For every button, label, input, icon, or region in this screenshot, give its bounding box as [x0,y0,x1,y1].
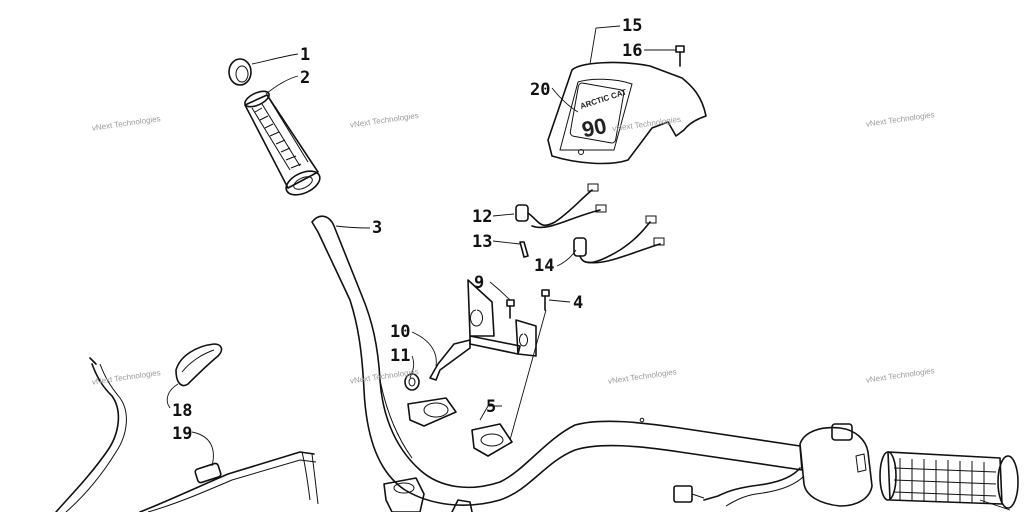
part-bolt-9 [506,299,515,319]
part-bolt-4 [541,289,550,311]
leader-lines [166,25,1011,511]
part-right-grip [879,451,1019,509]
watermark: vNext Technologies [865,110,935,129]
callout-9: 9 [474,273,484,293]
part-clamp-lower [471,423,513,457]
callout-12: 12 [472,207,492,227]
callout-1: 1 [300,45,310,65]
callout-2: 2 [300,68,310,88]
part-handlebar-cover: ARCTIC CAT 90 [547,61,707,165]
part-switch-connector-12 [515,183,607,229]
callout-11: 11 [390,346,410,366]
badge-brand: ARCTIC CAT [579,87,628,111]
part-throttle-cable [55,357,319,512]
watermark: vNext Technologies [91,368,161,387]
badge-model: 90 [580,113,609,143]
part-bolt-bottom [451,499,473,512]
watermark: vNext Technologies [607,367,677,386]
callout-18: 18 [172,401,192,421]
part-screw-16 [675,45,685,67]
callout-13: 13 [472,232,492,252]
callout-5: 5 [486,397,496,417]
part-switch-connector-14 [573,215,665,264]
callout-16: 16 [622,41,642,61]
callout-15: 15 [622,16,642,36]
watermark: vNext Technologies [91,114,161,133]
part-switch-housing [673,423,873,507]
callout-4: 4 [573,293,583,313]
callouts: 1 2 3 4 5 9 10 11 12 13 14 15 16 18 19 2… [172,16,642,444]
part-nut [404,373,420,391]
part-clamp-upper [407,397,457,427]
part-strap [175,343,223,387]
callout-20: 20 [530,80,550,100]
watermark: vNext Technologies [612,115,682,134]
part-bracket [429,279,537,381]
part-mount-bottom [383,477,425,512]
part-clip [519,241,529,258]
callout-19: 19 [172,424,192,444]
part-end-cap [228,58,252,86]
part-left-grip [244,90,321,196]
callout-14: 14 [534,256,554,276]
watermark: vNext Technologies [349,111,419,130]
callout-3: 3 [372,218,382,238]
callout-10: 10 [390,322,410,342]
part-handlebar [311,215,803,506]
model-badge [569,82,625,144]
watermark: vNext Technologies [865,366,935,385]
